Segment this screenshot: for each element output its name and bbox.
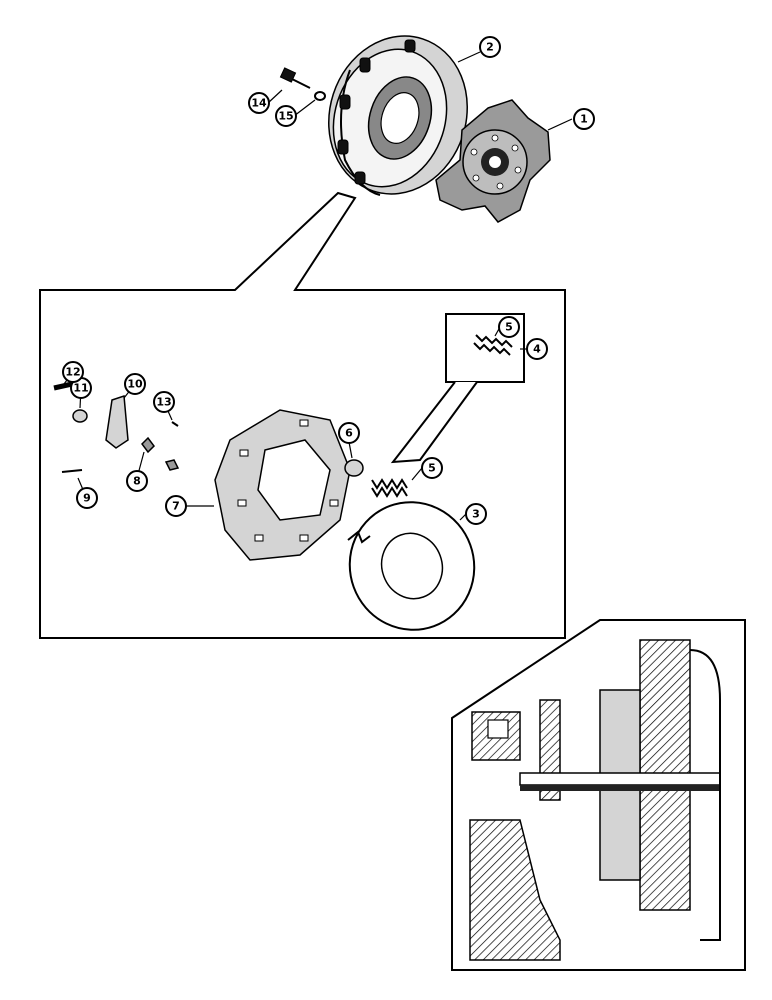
callout-11: 11	[70, 377, 92, 399]
svg-text:15: 15	[278, 110, 293, 123]
svg-text:14: 14	[251, 97, 267, 110]
clutch-cover-plate	[214, 409, 351, 561]
callout-13: 13	[153, 391, 175, 413]
spring-inset-frame	[445, 313, 525, 383]
spring-part-inset	[473, 334, 513, 356]
svg-text:2: 2	[486, 41, 494, 54]
washer-part	[314, 91, 326, 101]
svg-text:11: 11	[73, 382, 88, 395]
callout-3: 3	[465, 503, 487, 525]
svg-text:1: 1	[580, 113, 588, 126]
svg-text:6: 6	[345, 427, 353, 440]
nut-part	[72, 409, 88, 423]
callout-9: 9	[76, 487, 98, 509]
pin-part	[53, 381, 73, 391]
svg-text:12: 12	[65, 366, 80, 379]
clip-part	[141, 436, 155, 454]
callout-6: 6	[338, 422, 360, 444]
callout-2: 2	[479, 36, 501, 58]
callout-8: 8	[126, 470, 148, 492]
svg-text:4: 4	[533, 343, 541, 356]
callout-15: 15	[275, 105, 297, 127]
svg-text:8: 8	[133, 475, 141, 488]
bolt-part	[279, 67, 311, 89]
spring-clip-part	[171, 421, 179, 427]
callout-4: 4	[526, 338, 548, 360]
callout-14: 14	[248, 92, 270, 114]
callout-1: 1	[573, 108, 595, 130]
clutch-disc	[435, 99, 551, 223]
callout-12: 12	[62, 361, 84, 383]
retainer-part	[164, 459, 180, 471]
clutch-cross-section	[469, 639, 721, 961]
callout-5-inset: 5	[498, 316, 520, 338]
eyebolt-part	[61, 469, 83, 473]
svg-text:5: 5	[505, 321, 513, 334]
callout-5: 5	[421, 457, 443, 479]
section-view-frame	[451, 619, 746, 971]
svg-text:10: 10	[127, 378, 143, 391]
cup-part	[344, 459, 364, 477]
callout-10: 10	[124, 373, 146, 395]
callout-7: 7	[165, 495, 187, 517]
svg-text:3: 3	[472, 508, 480, 521]
release-lever-part	[105, 394, 129, 449]
pressure-plate-assembly	[328, 35, 468, 196]
exploded-view-frame	[39, 191, 566, 639]
svg-text:9: 9	[83, 492, 91, 505]
svg-text:7: 7	[172, 500, 180, 513]
pressure-plate-part	[347, 501, 476, 631]
svg-text:5: 5	[428, 462, 436, 475]
spring-part	[371, 478, 408, 490]
svg-text:13: 13	[156, 396, 171, 409]
